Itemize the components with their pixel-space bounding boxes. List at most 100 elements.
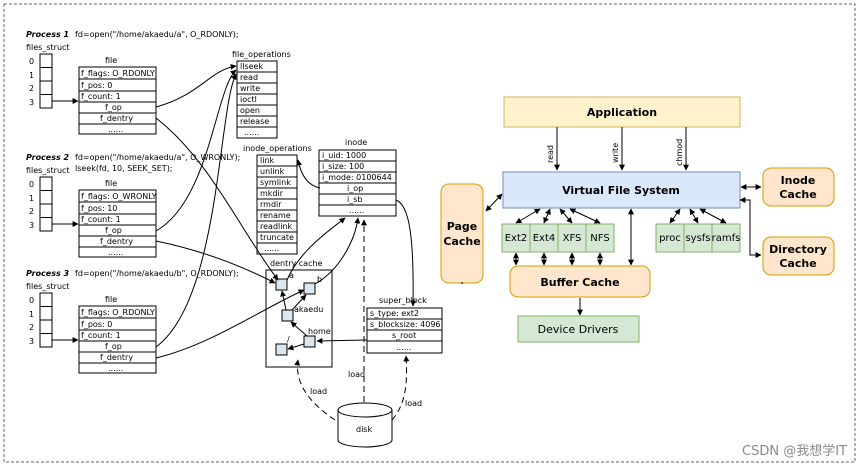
fs-sysfs (683, 223, 713, 253)
call-label: read (546, 145, 555, 163)
page-cache-label-1: Page (447, 220, 478, 233)
file-field: f_op (105, 342, 122, 351)
file-operations-table: file_operations llseek read write ioctl … (232, 50, 291, 139)
super-block-field: s_blocksize: 4096 (370, 320, 441, 329)
process-3-file-struct (78, 305, 157, 374)
super-block-title: super_block (379, 296, 427, 305)
inode-cache-label-1: Inode (781, 174, 816, 187)
fd-index: 3 (29, 337, 34, 346)
super-block-table: super_block s_type: ext2 s_blocksize: 40… (366, 296, 443, 354)
process-3-block: Process 3 fd=open("/home/akaedu/b", O_RD… (26, 269, 239, 374)
dentry-label: b (317, 275, 322, 284)
dentry-node-home (303, 335, 316, 348)
vfs-stack: Application read write chmod Virtual Fil… (440, 96, 835, 343)
inode-cache-box (762, 167, 835, 207)
device-drivers-label: Device Drivers (538, 323, 619, 336)
process-2-files-struct-label: files_struct (26, 166, 70, 175)
inode-field: ...... (349, 206, 364, 215)
inode-field: i_uid: 1000 (322, 151, 366, 160)
inode-field: i_op (347, 184, 363, 193)
inode-cache-label-2: Cache (779, 188, 816, 201)
dentry-node-akaedu (281, 309, 294, 322)
inode-table: inode i_uid: 1000 i_size: 100 i_mode: 01… (318, 138, 397, 217)
fd-index: 0 (29, 180, 34, 189)
file-field: f_op (105, 226, 122, 235)
fd-index: 2 (29, 323, 34, 332)
inode-op-item: readlink (260, 222, 293, 231)
process-3-label: Process 3 (26, 269, 70, 278)
process-2-file-title: file (105, 179, 117, 188)
call-label: chmod (675, 139, 684, 166)
file-field: f_dentry (100, 353, 133, 362)
fd-index: 2 (29, 84, 34, 93)
process-3-file-title: file (105, 295, 117, 304)
buffer-cache-label: Buffer Cache (540, 276, 619, 289)
application-label: Application (587, 106, 657, 119)
dentry-label: / (287, 335, 290, 344)
process-1-label: Process 1 (26, 30, 69, 39)
file-field: f_pos: 0 (81, 81, 112, 90)
file-field: f_op (105, 103, 122, 112)
inode-field: i_size: 100 (322, 162, 364, 171)
dentry-node-root (275, 343, 288, 356)
inode-op-item: rename (260, 211, 291, 220)
fd-index: 1 (29, 194, 34, 203)
fs-label: ramfs (712, 233, 741, 244)
vfs-box (502, 171, 741, 209)
file-op-item: read (240, 73, 258, 82)
super-block-field: s_root (392, 331, 416, 340)
inode-op-item: rmdir (260, 200, 282, 209)
process-2-block: Process 2 fd=open("/home/akaedu/a", O_WR… (26, 153, 240, 258)
directory-cache-label-1: Directory (769, 243, 827, 256)
file-field: f_pos: 0 (81, 320, 112, 329)
fd-index: 1 (29, 310, 34, 319)
fd-index: 2 (29, 207, 34, 216)
call-label: write (611, 143, 620, 163)
file-field: f_dentry (100, 114, 133, 123)
fs-label: Ext4 (533, 233, 556, 244)
load-label: load (348, 370, 365, 379)
dentry-label: home (308, 327, 331, 336)
process-2-call: fd=open("/home/akaedu/a", O_WRONLY); (75, 153, 240, 162)
process-1-file-struct (78, 66, 157, 135)
fs-nfs (585, 223, 615, 253)
fs-ext4 (529, 223, 559, 253)
file-field: ...... (108, 248, 123, 257)
process-1-file-title: file (105, 56, 117, 65)
process-2-label: Process 2 (26, 153, 70, 162)
super-block-field: s_type: ext2 (370, 309, 419, 318)
diagram-border (3, 3, 856, 463)
directory-cache-label-2: Cache (779, 257, 816, 270)
file-field: f_dentry (100, 237, 133, 246)
file-field: f_count: 1 (81, 215, 121, 224)
file-operations-title: file_operations (232, 50, 291, 59)
disk-label: disk (356, 425, 372, 434)
file-field: f_count: 1 (81, 92, 121, 101)
dentry-node-b (303, 282, 316, 295)
file-op-item: write (240, 84, 260, 93)
process-3-call: fd=open("/home/akaedu/b", O_RDONLY); (75, 269, 239, 278)
fd-index: 0 (29, 296, 34, 305)
process-1-call: fd=open("/home/akaedu/a", O_RDONLY); (75, 30, 239, 39)
dentry-cache-box: dentry cache a b akaedu home / (265, 259, 333, 368)
dentry-node-a (275, 278, 288, 291)
process-3-files-struct-label: files_struct (26, 282, 70, 291)
inode-op-item: unlink (260, 167, 285, 176)
fs-xfs (557, 223, 587, 253)
fs-ramfs (711, 223, 741, 253)
directory-cache-box (762, 236, 835, 276)
file-op-item: ioctl (240, 95, 257, 104)
file-op-item: open (240, 106, 260, 115)
fs-label: XFS (563, 233, 582, 244)
fd-index: 1 (29, 71, 34, 80)
inode-field: i_mode: 0100644 (322, 173, 392, 182)
inode-op-item: truncate (260, 233, 294, 242)
file-field: f_pos: 10 (81, 204, 117, 213)
process-1-block: Process 1 fd=open("/home/akaedu/a", O_RD… (26, 30, 239, 135)
file-field: f_flags: O_RDONLY (81, 69, 155, 78)
device-drivers-box (517, 315, 640, 343)
fs-label: proc (659, 233, 681, 244)
inode-op-item: ...... (264, 244, 279, 253)
inode-op-item: mkdir (260, 189, 284, 198)
